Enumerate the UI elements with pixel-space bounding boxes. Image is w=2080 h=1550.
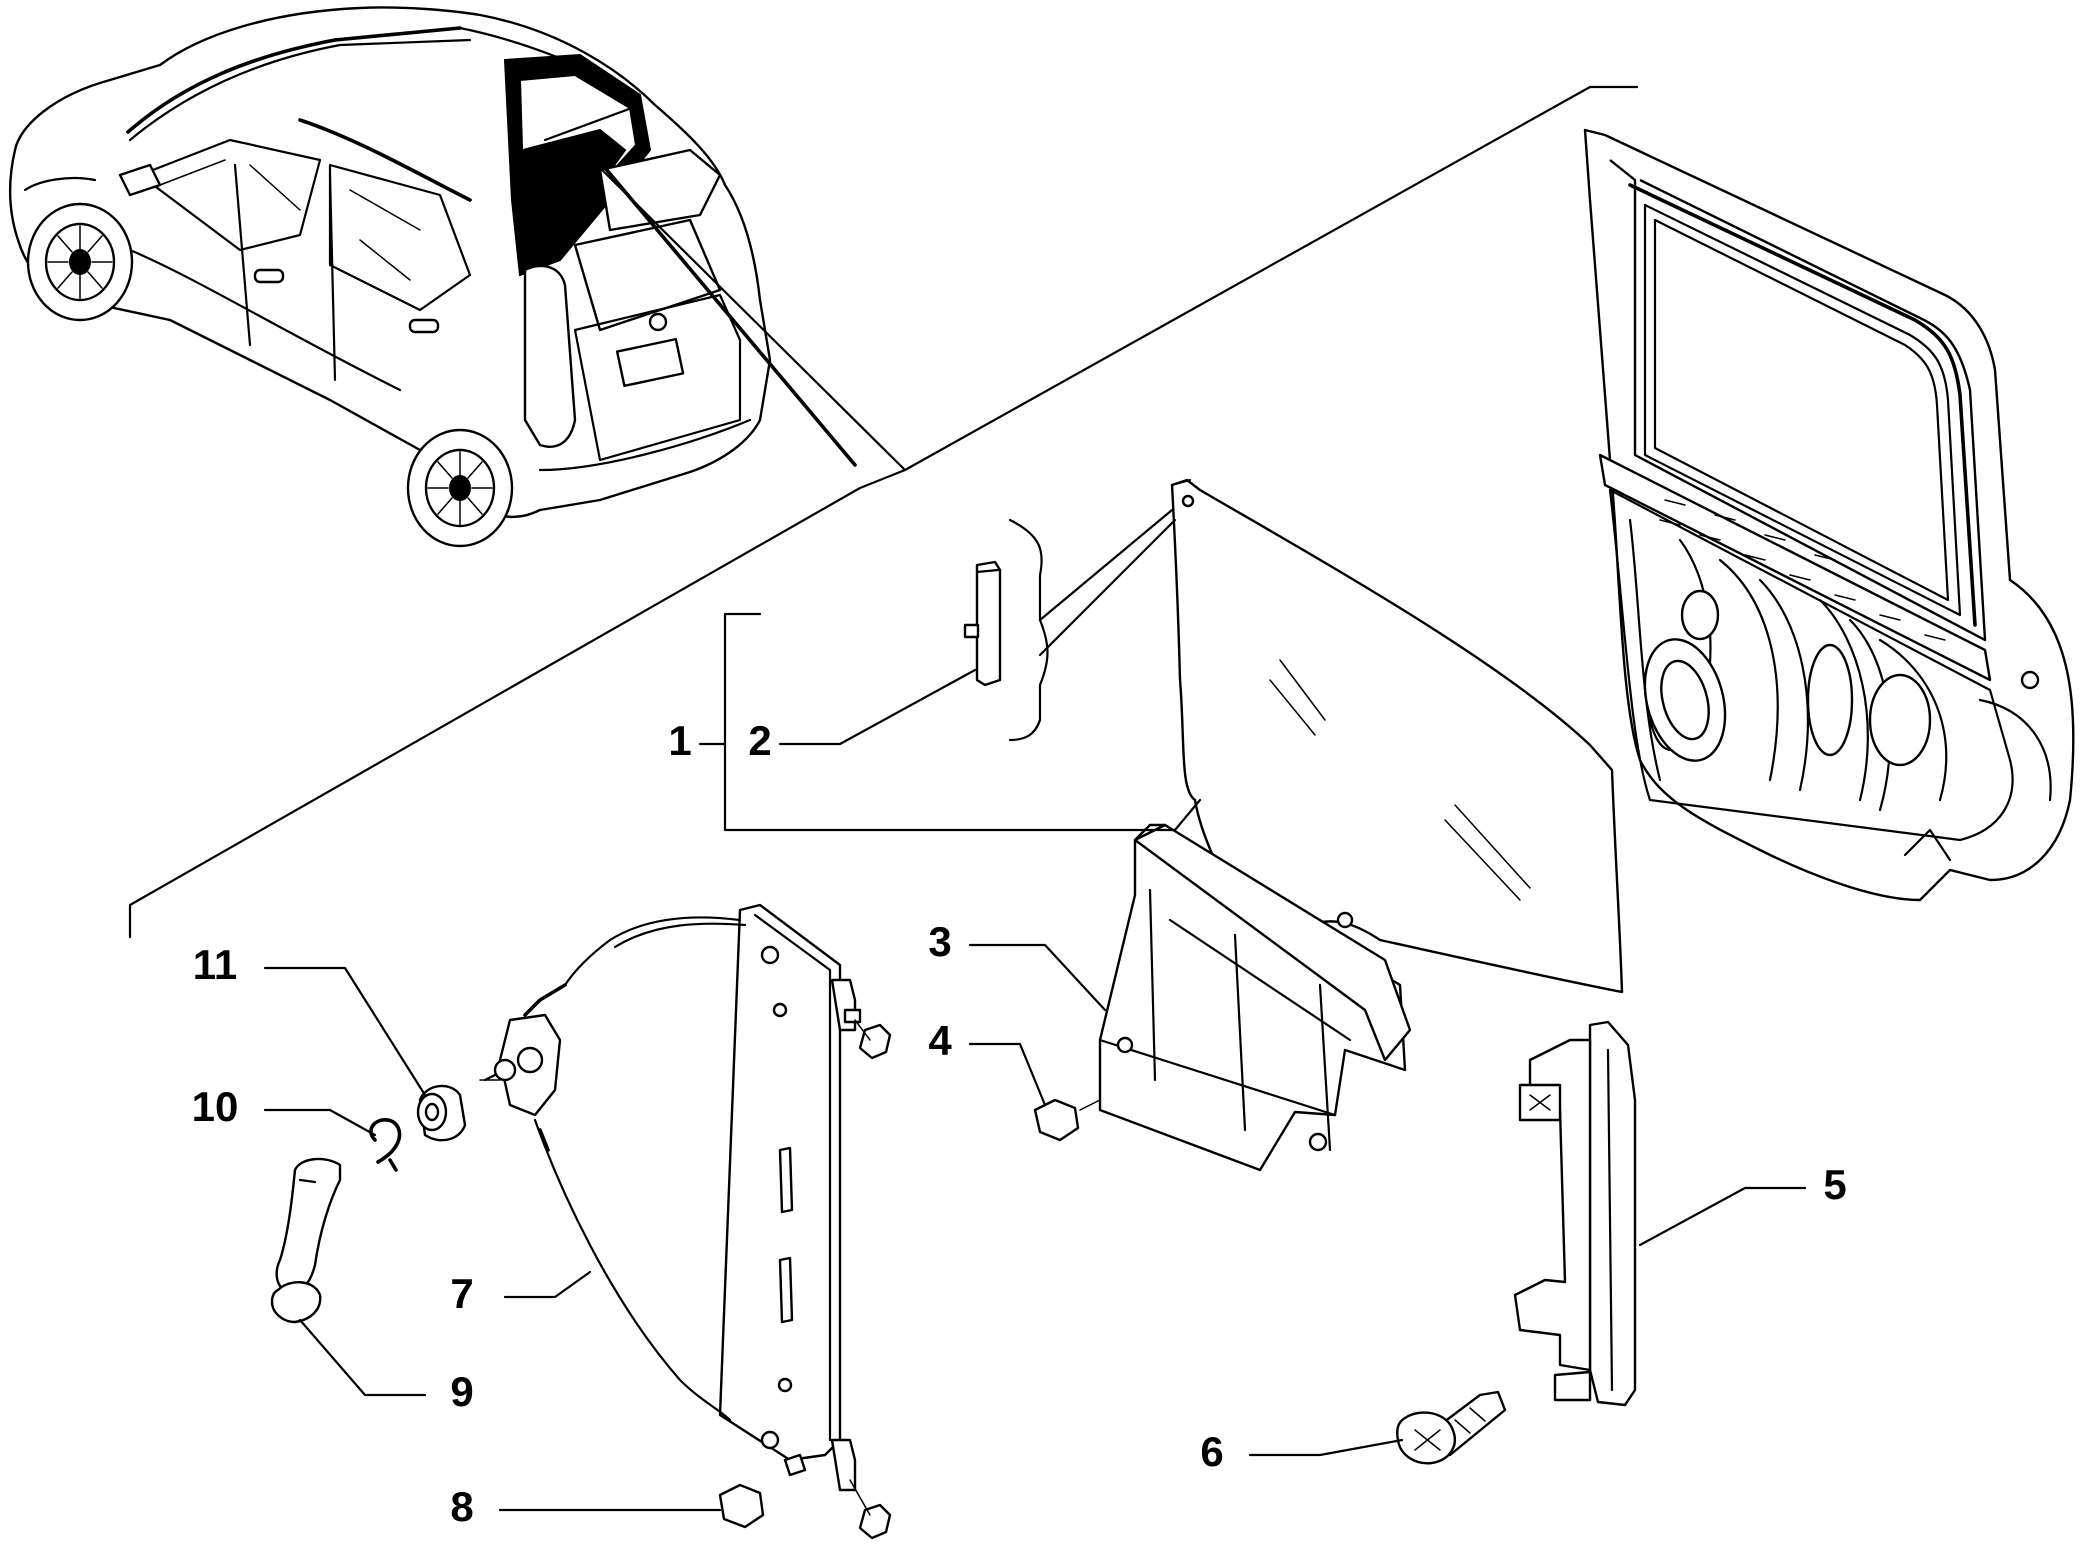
glass-channel-part-3 <box>1098 823 1412 1172</box>
glass-clip-part-2 <box>963 518 1049 742</box>
frame-lines-top <box>903 85 1639 472</box>
part-number-labels: 1 2 3 4 5 6 7 8 9 10 11 <box>192 717 1847 1530</box>
part-label-3: 3 <box>928 918 951 965</box>
front-wheel <box>26 202 134 322</box>
leader-lines <box>263 612 1807 1512</box>
part-label-2: 2 <box>748 717 771 764</box>
spring-clip-part-10 <box>369 1118 402 1172</box>
nut-part-8 <box>718 1483 765 1529</box>
part-label-11: 11 <box>193 941 237 988</box>
part-label-8: 8 <box>450 1483 473 1530</box>
part-label-7: 7 <box>450 1270 473 1317</box>
screw-part-6 <box>1396 1390 1507 1465</box>
crank-handle-part-9 <box>270 1157 342 1324</box>
part-label-1: 1 <box>668 717 691 764</box>
rear-wheel <box>406 428 514 548</box>
nut-part-4 <box>1033 1098 1101 1142</box>
part-label-9: 9 <box>450 1368 473 1415</box>
rear-guide-part-5 <box>1513 1020 1637 1407</box>
clip-leader-lines <box>1038 508 1177 657</box>
car-illustration <box>8 6 857 548</box>
part-label-5: 5 <box>1823 1161 1846 1208</box>
door-glass-part-1 <box>1170 478 1624 994</box>
part-label-6: 6 <box>1200 1428 1223 1475</box>
part-label-10: 10 <box>192 1083 239 1130</box>
bushing-part-11 <box>416 1084 467 1142</box>
part-label-4: 4 <box>928 1017 952 1064</box>
frame-lines <box>128 158 907 939</box>
rear-door-shell <box>1583 128 2075 902</box>
window-regulator-part-7 <box>479 903 892 1540</box>
